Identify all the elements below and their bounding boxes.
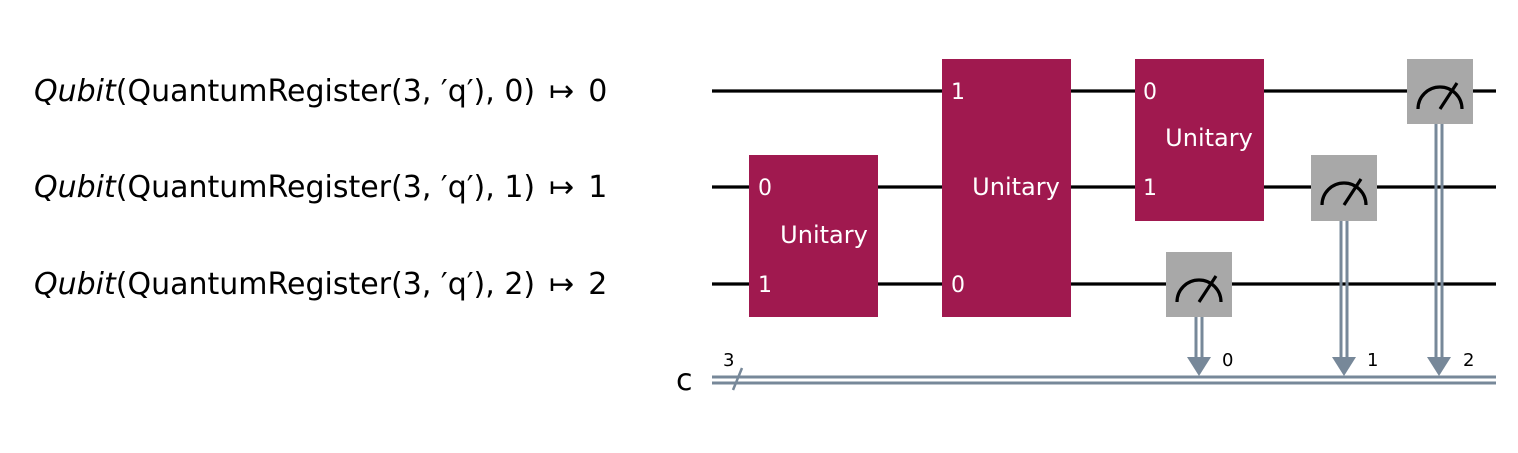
measure-gate-q1: 1 bbox=[1311, 155, 1378, 376]
gate-3-input-bottom: 1 bbox=[1143, 176, 1157, 201]
unitary-gate-2: 1 Unitary 0 bbox=[942, 59, 1071, 317]
unitary-gate-1: 0 Unitary 1 bbox=[749, 155, 878, 317]
qubit-label-2: Qubit(QuantumRegister(3, ′q′), 2)↦2 bbox=[34, 267, 607, 302]
measure-cbit-label-1: 1 bbox=[1367, 350, 1378, 371]
qubit-label-0: Qubit(QuantumRegister(3, ′q′), 0)↦0 bbox=[34, 74, 607, 109]
gate-2-input-top: 1 bbox=[951, 80, 965, 105]
gate-1-label: Unitary bbox=[780, 221, 868, 249]
gate-2-input-bottom: 0 bbox=[951, 273, 965, 298]
creg-size-label: 3 bbox=[723, 350, 734, 371]
qubit-label-1: Qubit(QuantumRegister(3, ′q′), 1)↦1 bbox=[34, 170, 607, 205]
gate-1-input-bottom: 1 bbox=[758, 273, 772, 298]
classical-register-label: c bbox=[676, 363, 693, 398]
gate-3-label: Unitary bbox=[1165, 124, 1253, 152]
gate-3-input-top: 0 bbox=[1143, 80, 1157, 105]
measure-cbit-label-0: 0 bbox=[1222, 350, 1233, 371]
measure-cbit-label-2: 2 bbox=[1463, 350, 1474, 371]
gate-2-label: Unitary bbox=[972, 173, 1060, 201]
bundle-slash bbox=[731, 367, 744, 391]
measure-gate-q2: 0 bbox=[1166, 252, 1233, 376]
gate-1-input-top: 0 bbox=[758, 176, 772, 201]
measure-gate-q0: 2 bbox=[1407, 59, 1474, 376]
unitary-gate-3: 0 Unitary 1 bbox=[1135, 59, 1264, 221]
classical-wire bbox=[712, 375, 1496, 385]
